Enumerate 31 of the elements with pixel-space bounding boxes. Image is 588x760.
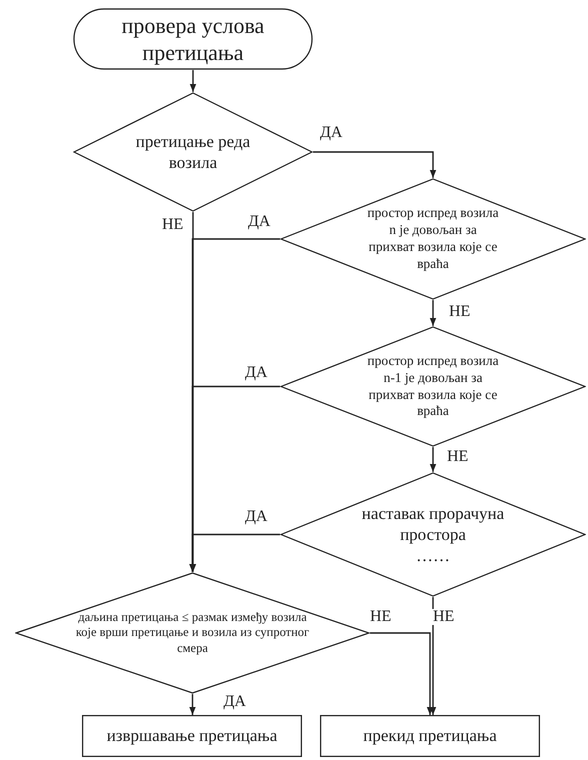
edge-label: ДА <box>243 508 270 524</box>
arrow <box>190 70 196 92</box>
node-text: извршавање претицања <box>106 725 278 747</box>
edge-label: НЕ <box>431 609 456 625</box>
end-box <box>320 715 540 757</box>
decision-diamond <box>280 326 586 447</box>
edge-label: ДА <box>318 125 344 141</box>
node-text: простор испред возила n је довољан за прихват возила које се враћа <box>366 205 500 273</box>
decision-diamond <box>280 178 586 300</box>
node-text: провера услова претицања <box>120 12 266 66</box>
node-text: наставак прорачуна простора <box>360 502 506 546</box>
arrow <box>370 632 434 715</box>
node-text: прекид претицања <box>362 725 498 747</box>
node-text: даљина претицања ≤ размак између возила које врши претицање и возила из супротног смера <box>74 610 310 656</box>
arrow <box>189 534 280 572</box>
arrow <box>430 447 436 472</box>
decision-diamond <box>15 572 370 694</box>
arrow <box>313 151 436 178</box>
edge-label: ДА <box>222 694 248 710</box>
process-box <box>82 715 302 757</box>
node-text: простор испред возила n-1 је довољан за прихват возила које се враћа <box>366 352 500 420</box>
arrow <box>189 694 196 715</box>
arrow <box>430 597 436 715</box>
edge-label: ДА <box>243 364 270 380</box>
arrow <box>430 300 436 326</box>
arrow <box>190 212 196 572</box>
node-text: претицање реда возила <box>134 130 252 174</box>
decision-diamond <box>73 92 313 212</box>
decision-diamond <box>280 472 586 597</box>
node-text: …… <box>415 545 451 566</box>
edge-label: ДА <box>246 214 272 230</box>
